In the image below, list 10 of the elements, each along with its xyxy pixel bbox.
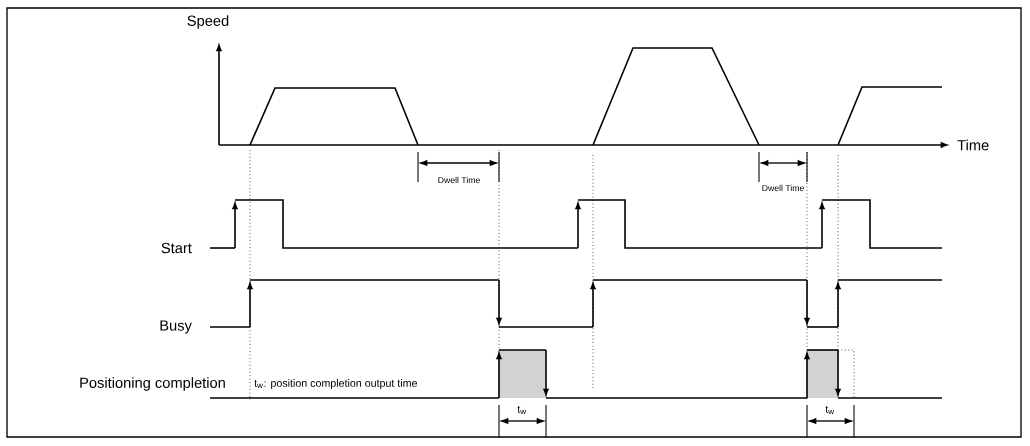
- signal-label: Busy: [160, 320, 192, 334]
- dimension-label: t$_{w}$: [825, 405, 835, 415]
- note-text: t$_{w}$: position completion output time: [254, 379, 417, 389]
- dimension-label: Dwell Time: [438, 176, 480, 184]
- axis-label: Time: [957, 139, 989, 151]
- axis-label: Speed: [187, 15, 229, 29]
- dimension-label: t$_{w}$: [517, 405, 527, 415]
- signal-label: Start: [161, 242, 192, 254]
- signal-label: Positioning completion: [80, 377, 225, 391]
- dimension-label: Dwell Time: [762, 184, 804, 192]
